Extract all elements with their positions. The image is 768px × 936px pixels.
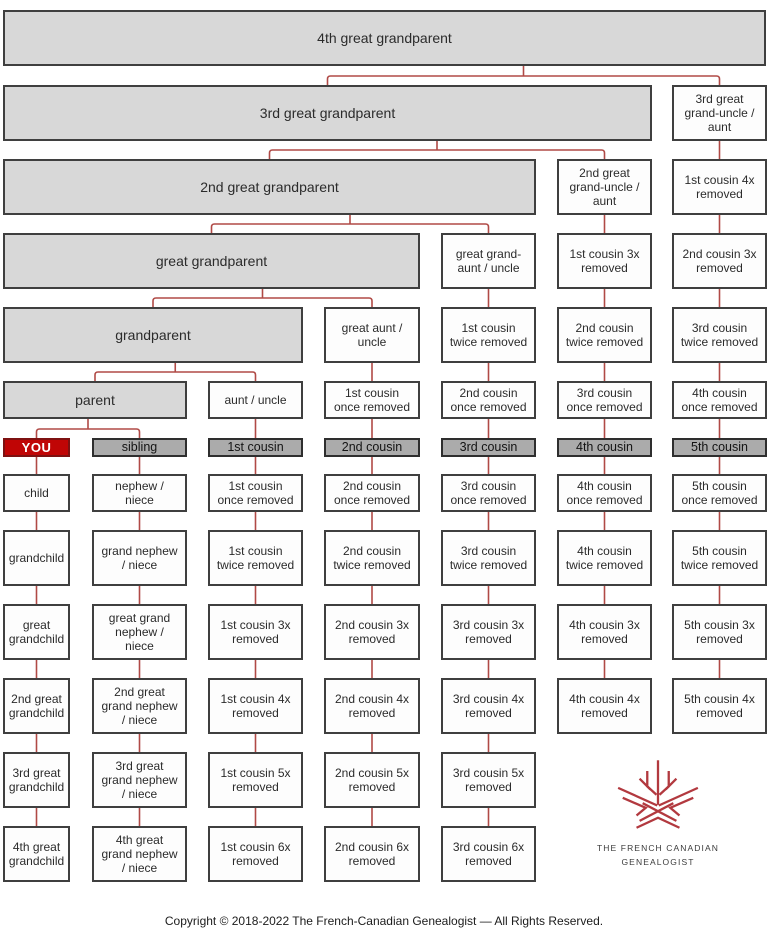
brand-name: THE FRENCH CANADIAN GENEALOGIST [577, 842, 739, 869]
node-great-grand-nephew-niece-row10: great grand nephew / niece [92, 604, 187, 660]
node-sibling-row7: sibling [92, 438, 187, 457]
node-3rd-cousin-6x-removed-row13: 3rd cousin 6x removed [441, 826, 536, 882]
node-great-grandparent-row4: great grandparent [3, 233, 420, 289]
node-1st-cousin-twice-removed-row9: 1st cousin twice removed [208, 530, 303, 586]
node-3rd-cousin-once-removed-row6: 3rd cousin once removed [557, 381, 652, 419]
node-2nd-cousin-twice-removed-row9: 2nd cousin twice removed [324, 530, 420, 586]
node-3rd-great-grand-nephew-niece-row12: 3rd great grand nephew / niece [92, 752, 187, 808]
node-child-row8: child [3, 474, 70, 512]
node-1st-cousin-6x-removed-row13: 1st cousin 6x removed [208, 826, 303, 882]
maple-leaf-icon [617, 760, 699, 829]
brand-name-line1: THE FRENCH CANADIAN [597, 843, 719, 853]
node-great-grand-aunt-uncle-row4: great grand- aunt / uncle [441, 233, 536, 289]
node-5th-cousin-row7: 5th cousin [672, 438, 767, 457]
node-3rd-cousin-twice-removed-row9: 3rd cousin twice removed [441, 530, 536, 586]
node-4th-cousin-3x-removed-row10: 4th cousin 3x removed [557, 604, 652, 660]
node-grand-nephew-niece-row9: grand nephew / niece [92, 530, 187, 586]
node-5th-cousin-twice-removed-row9: 5th cousin twice removed [672, 530, 767, 586]
brand-name-line2: GENEALOGIST [621, 856, 695, 867]
node-1st-cousin-row7: 1st cousin [208, 438, 303, 457]
node-aunt-uncle-row6: aunt / uncle [208, 381, 303, 419]
node-4th-great-grandparent-row1: 4th great grandparent [3, 10, 766, 66]
node-4th-great-grandchild-row13: 4th great grandchild [3, 826, 70, 882]
node-1st-cousin-3x-removed-row4: 1st cousin 3x removed [557, 233, 652, 289]
copyright-text: Copyright © 2018-2022 The French-Canadia… [164, 914, 604, 928]
node-1st-cousin-5x-removed-row12: 1st cousin 5x removed [208, 752, 303, 808]
node-2nd-cousin-twice-removed-row5: 2nd cousin twice removed [557, 307, 652, 363]
node-2nd-cousin-5x-removed-row12: 2nd cousin 5x removed [324, 752, 420, 808]
node-1st-cousin-twice-removed-row5: 1st cousin twice removed [441, 307, 536, 363]
node-3rd-cousin-once-removed-row8: 3rd cousin once removed [441, 474, 536, 512]
node-parent-row6: parent [3, 381, 187, 419]
node-2nd-cousin-6x-removed-row13: 2nd cousin 6x removed [324, 826, 420, 882]
node-great-aunt-uncle-row5: great aunt / uncle [324, 307, 420, 363]
node-2nd-cousin-3x-removed-row10: 2nd cousin 3x removed [324, 604, 420, 660]
node-1st-cousin-once-removed-row8: 1st cousin once removed [208, 474, 303, 512]
node-4th-cousin-row7: 4th cousin [557, 438, 652, 457]
node-5th-cousin-4x-removed-row11: 5th cousin 4x removed [672, 678, 767, 734]
node-2nd-cousin-row7: 2nd cousin [324, 438, 420, 457]
node-5th-cousin-3x-removed-row10: 5th cousin 3x removed [672, 604, 767, 660]
node-2nd-great-grandparent-row3: 2nd great grandparent [3, 159, 536, 215]
node-2nd-great-grand-nephew-niece-row11: 2nd great grand nephew / niece [92, 678, 187, 734]
node-1st-cousin-3x-removed-row10: 1st cousin 3x removed [208, 604, 303, 660]
node-1st-cousin-4x-removed-row11: 1st cousin 4x removed [208, 678, 303, 734]
node-4th-great-grand-nephew-niece-row13: 4th great grand nephew / niece [92, 826, 187, 882]
node-5th-cousin-once-removed-row8: 5th cousin once removed [672, 474, 767, 512]
node-grandparent-row5: grandparent [3, 307, 303, 363]
node-2nd-cousin-3x-removed-row4: 2nd cousin 3x removed [672, 233, 767, 289]
node-2nd-cousin-once-removed-row6: 2nd cousin once removed [441, 381, 536, 419]
node-2nd-great-grand-uncle-aunt-row3: 2nd great grand-uncle / aunt [557, 159, 652, 215]
node-2nd-great-grandchild-row11: 2nd great grandchild [3, 678, 70, 734]
node-3rd-great-grandchild-row12: 3rd great grandchild [3, 752, 70, 808]
node-4th-cousin-twice-removed-row9: 4th cousin twice removed [557, 530, 652, 586]
node-4th-cousin-4x-removed-row11: 4th cousin 4x removed [557, 678, 652, 734]
node-grandchild-row9: grandchild [3, 530, 70, 586]
node-4th-cousin-once-removed-row6: 4th cousin once removed [672, 381, 767, 419]
node-2nd-cousin-once-removed-row8: 2nd cousin once removed [324, 474, 420, 512]
node-3rd-cousin-5x-removed-row12: 3rd cousin 5x removed [441, 752, 536, 808]
node-3rd-great-grandparent-row2: 3rd great grandparent [3, 85, 652, 141]
node-nephew-niece-row8: nephew / niece [92, 474, 187, 512]
node-1st-cousin-once-removed-row6: 1st cousin once removed [324, 381, 420, 419]
node-great-grandchild-row10: great grandchild [3, 604, 70, 660]
node-3rd-great-grand-uncle-aunt-row2: 3rd great grand-uncle / aunt [672, 85, 767, 141]
node-you-row7: YOU [3, 438, 70, 457]
brand-logo: THE FRENCH CANADIAN GENEALOGIST [577, 752, 739, 869]
node-1st-cousin-4x-removed-row3: 1st cousin 4x removed [672, 159, 767, 215]
node-2nd-cousin-4x-removed-row11: 2nd cousin 4x removed [324, 678, 420, 734]
node-4th-cousin-once-removed-row8: 4th cousin once removed [557, 474, 652, 512]
node-3rd-cousin-row7: 3rd cousin [441, 438, 536, 457]
node-3rd-cousin-3x-removed-row10: 3rd cousin 3x removed [441, 604, 536, 660]
node-3rd-cousin-twice-removed-row5: 3rd cousin twice removed [672, 307, 767, 363]
node-3rd-cousin-4x-removed-row11: 3rd cousin 4x removed [441, 678, 536, 734]
